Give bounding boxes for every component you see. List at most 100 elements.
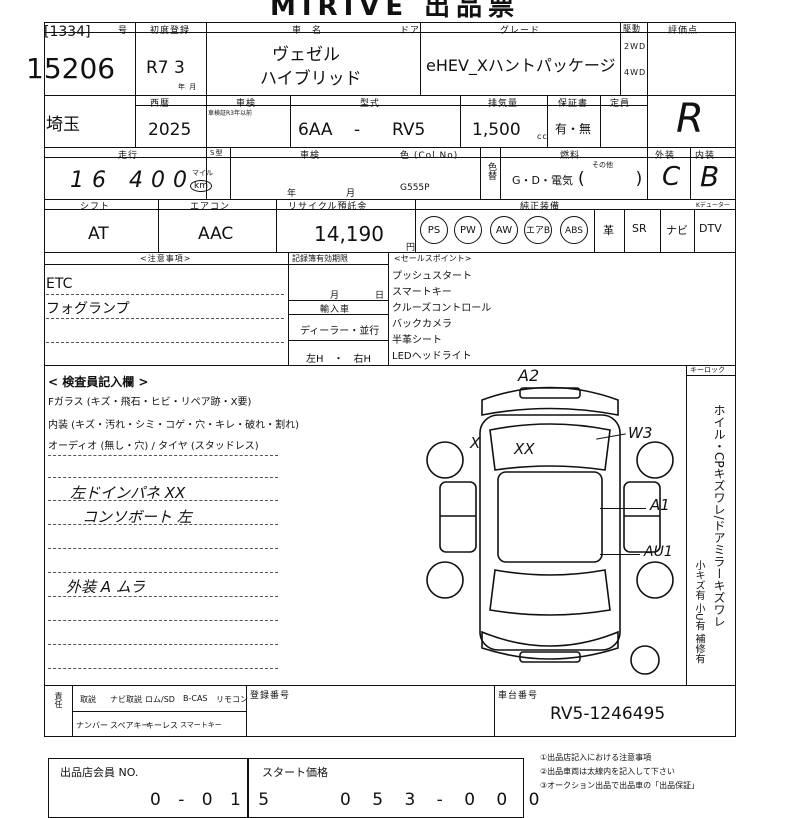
mark-x: X [470,434,481,452]
member-value: 0 - 0 1 5 [150,790,276,810]
import-label: 輸入車 [320,305,351,315]
inspector-hand2: コンソボート 左 [82,508,192,526]
shift-value: AT [88,224,109,244]
ac-value: AAC [198,224,234,244]
equip-extra: Kデューター [696,202,730,209]
inspector-hand3: 外装 A ムラ [66,578,146,596]
equip-abs: ABS [560,216,588,244]
start-label: スタート価格 [262,766,328,779]
grade-label: グレード [500,26,541,36]
region-value: 埼玉 [46,115,80,135]
maint-date: 日 [375,291,386,301]
member-label: 出品店会員 NO. [60,766,139,779]
reg-value: R7 3 [146,58,185,78]
sales-item-2: スマートキー [392,287,452,298]
cc-value: 1,500 [472,120,521,140]
inspector-line1: Fガラス (キズ・飛石・ヒビ・リペア跡・X要) [48,397,252,408]
page-title: MIRIVE 出品票 [270,0,521,22]
bottom-item2-1: ナンバー [76,721,108,730]
mark-w3: W3 [628,424,653,442]
drive-label: 駆動 [623,24,641,33]
inspect-sublabel: 車検証R3年以前 [208,110,252,117]
year-value: 2025 [148,120,192,140]
mark-a1: A1 [650,496,670,514]
bottom-item2-3: キーレス [146,721,178,730]
warranty-value: 有・無 [555,122,592,136]
type-sep: - [354,120,361,140]
color-value: G555P [400,183,430,193]
mileage-unit-mile: マイル [192,169,213,177]
maint-month: 月 [330,291,341,301]
inspector-label: < 検査員記入欄 > [48,375,149,389]
frame-label: 車台番号 [498,691,539,701]
equip-ps: PS [420,216,448,244]
score-value: R [676,96,704,142]
drive-4wd: 4WD [624,68,647,77]
interior-value: B [700,160,720,193]
type-label: 型式 [360,99,381,109]
mileage-label: 走行 [118,151,139,161]
recycle-label: リサイクル預託金 [288,202,368,212]
equip-airbag: エアB [524,216,552,244]
equip-dtv: DTV [699,222,722,235]
equip-leather: 革 [603,224,614,237]
bottom-item2-2: スペアキー [110,721,150,730]
notes-line1: ETC [46,276,73,292]
frame-value: RV5-1246495 [550,704,666,724]
color-year-mark: 年 [287,189,298,199]
inspector-line3: オーディオ (無し・穴) / タイヤ (スタッドレス) [48,441,259,452]
inspector-hand1: 左ドインパネ XX [70,484,186,502]
reg-month-mark: 年 月 [178,83,198,91]
color-month-mark: 月 [346,189,357,199]
mileage-unit-km: km [190,180,212,192]
lot-bracket: [1334] [44,24,91,40]
equip-aw: AW [490,216,518,244]
mileage-value: 16 400 [70,168,195,193]
door-label: ドア [400,26,421,36]
lot-label: 号 [118,26,129,36]
bottom-item-1: 取説 [80,695,96,704]
equip-sr: SR [632,222,647,235]
warranty-label: 保証書 [558,99,589,109]
color-label: 色 (Col.No) [400,151,459,161]
record-label: 登録番号 [250,691,291,701]
main-form [44,22,736,737]
model-label: 車 名 [292,26,323,36]
hand-value: 左H ・ 右H [306,354,372,365]
sales-item-6: LEDヘッドライト [392,351,472,362]
equip-navi: ナビ [666,224,688,237]
maint-label: 記録簿有効期限 [292,254,348,263]
bottom-item-3: ロム/SD [145,695,175,704]
footer-note1: ①出品店記入における注意事項 [540,753,652,762]
inspect-label: 車検 [236,99,257,109]
year-label: 西暦 [150,99,171,109]
type-value2: RV5 [392,120,426,140]
s-label: S型 [210,149,224,157]
color-change-mark: 色替 [486,162,496,180]
equip-label: 純正装備 [520,202,561,212]
score-label: 評価点 [668,26,699,36]
diagram-legend2: 小キズ有 小U有 補修有 [693,560,704,664]
bottom-item-2: ナビ取説 [110,695,142,704]
diagram-legend: ホイル・CPキズワレ/ドアミラーキズワレ [712,404,726,628]
model-line1: ヴェゼル [272,45,340,65]
lot-number: 15206 [26,52,116,85]
grade-value: eHEV_Xハントパッケージ [426,56,616,75]
notes-line2: フォグランプ [46,301,130,317]
bottom-item2-4: スマートキー [180,721,222,729]
ac-label: エアコン [190,202,231,212]
inspector-line2: 内装 (キズ・汚れ・シミ・コゲ・穴・キレ・破れ・割れ) [48,420,299,431]
equip-pw: PW [454,216,482,244]
footer-note3: ③オークション出品で出品車の「出品保証」 [540,781,700,790]
bottom-col1: 責任 [54,692,63,708]
recycle-unit: 円 [406,243,417,253]
reg-label: 初度登録 [150,26,191,36]
sales-item-3: クルーズコントロール [392,303,492,314]
fuel-other: その他 [592,161,613,169]
cc-unit: cc [537,132,548,141]
chassis-label: 車検 [300,151,321,161]
key-lock-label: キーロック [690,366,725,374]
dealer-value: ディーラー・並行 [300,326,380,337]
sales-item-5: 半革シート [392,335,442,346]
cc-label: 排気量 [488,99,519,109]
